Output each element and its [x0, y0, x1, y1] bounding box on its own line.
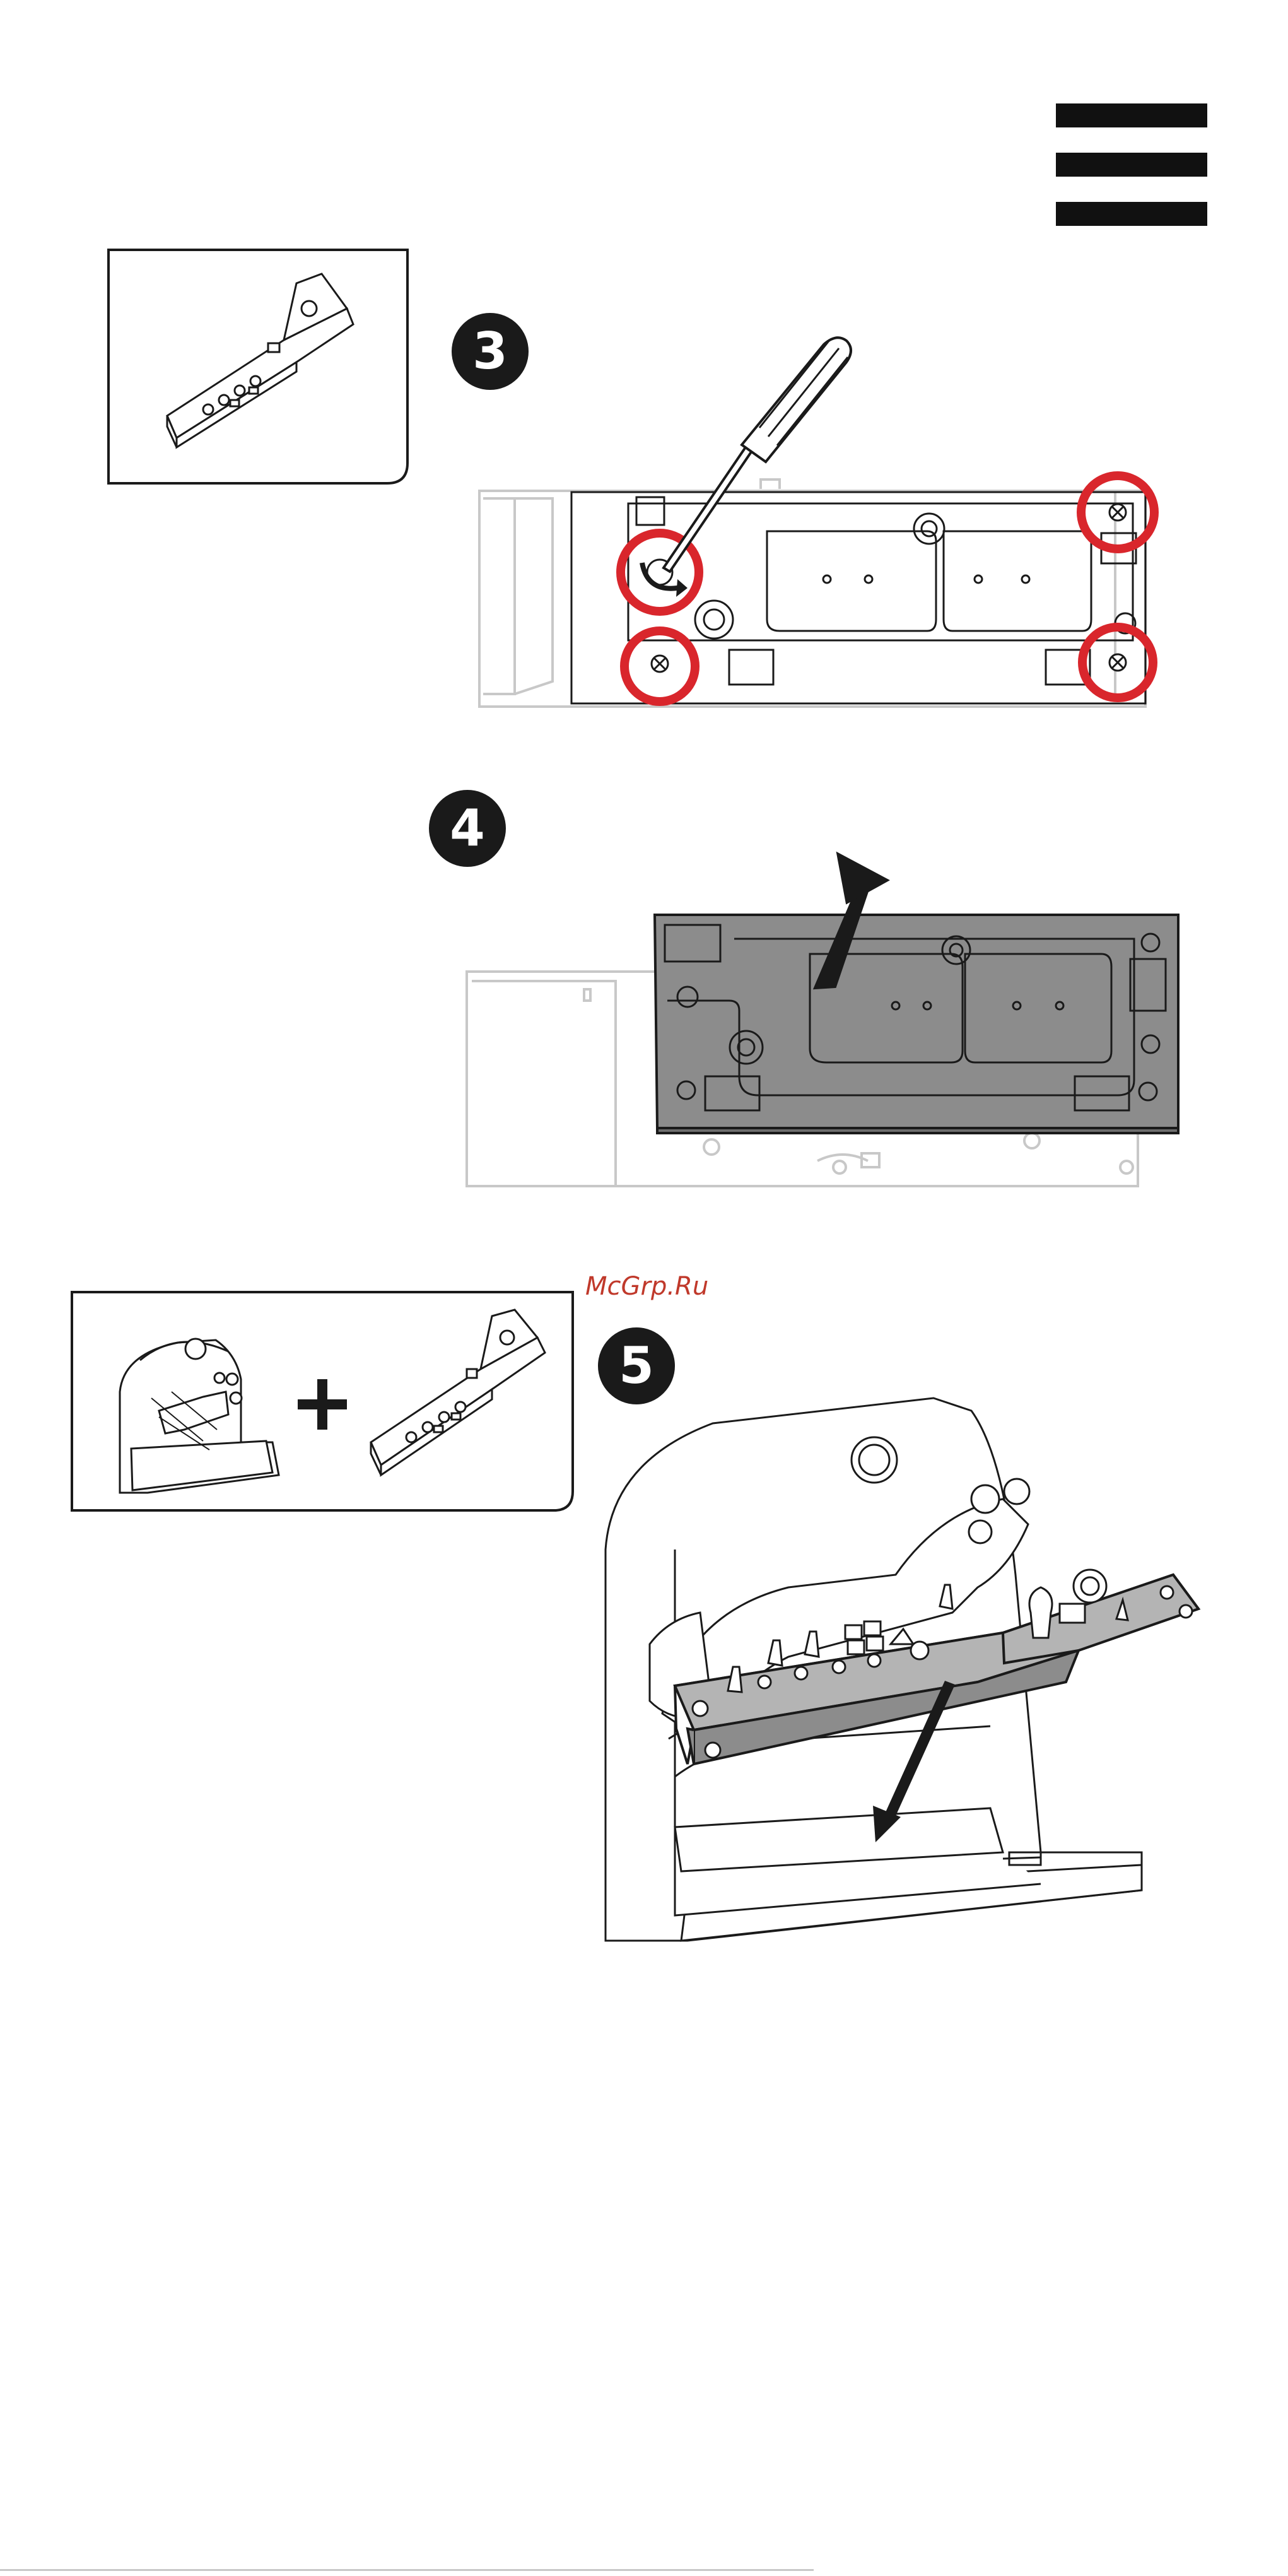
- back-plate: [655, 915, 1178, 1133]
- combination-thumbnail-frame: [71, 1291, 575, 1513]
- menu-icon[interactable]: [1056, 103, 1207, 223]
- step-3-illustration: [477, 353, 1171, 719]
- module-thumbnail-frame: [107, 249, 410, 485]
- step-4-illustration: [464, 845, 1183, 1199]
- screwdriver-icon: [664, 338, 851, 572]
- highlight-circle: [621, 476, 1154, 702]
- step-5-illustration: [599, 1385, 1217, 1953]
- footer-rule: [0, 2569, 814, 2571]
- menu-bar-bottom: [1056, 202, 1207, 226]
- watermark: McGrp.Ru: [585, 1272, 708, 1301]
- menu-bar-middle: [1056, 153, 1207, 177]
- menu-bar-top: [1056, 103, 1207, 127]
- screw-icon: [647, 504, 1126, 672]
